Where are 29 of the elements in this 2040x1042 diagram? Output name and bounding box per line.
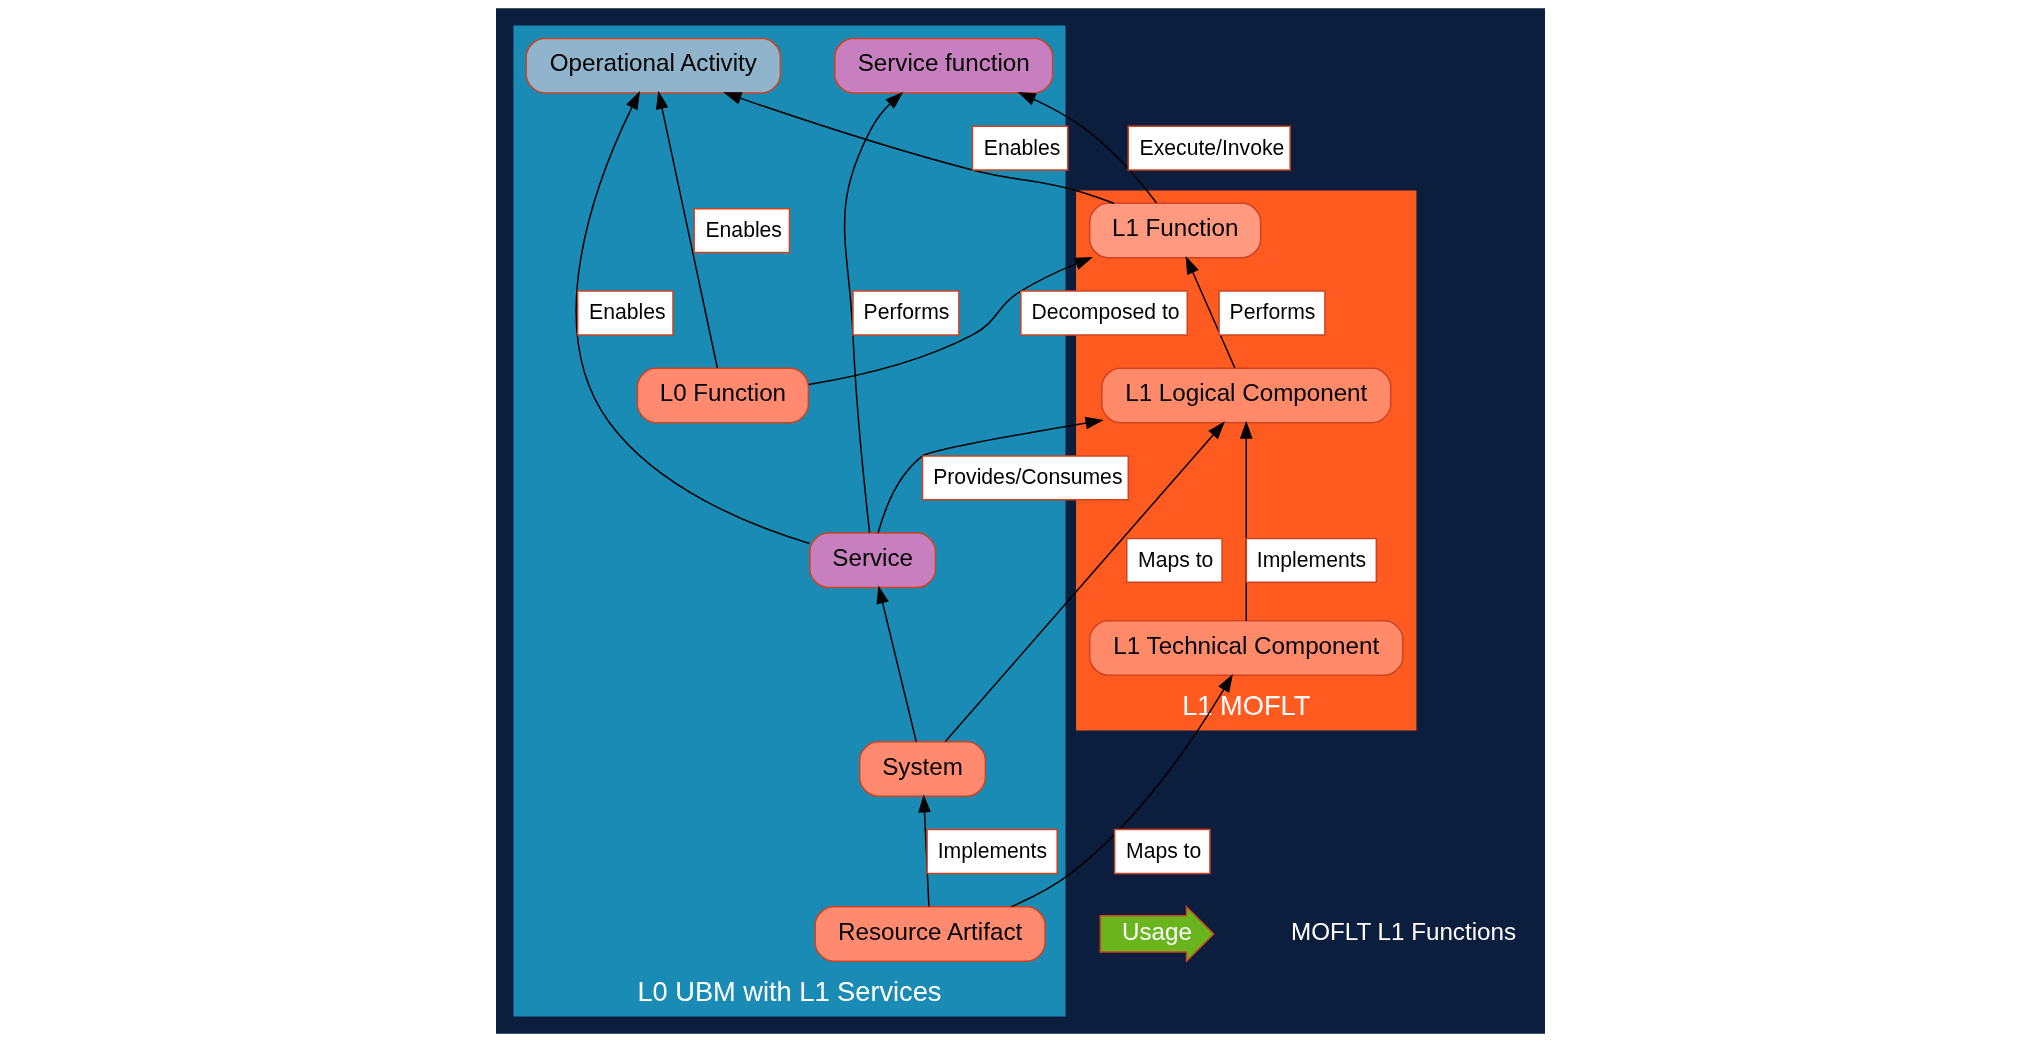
edge-label: Enables (588, 300, 665, 324)
arrow (807, 257, 1093, 386)
edge-label: Enables (705, 217, 782, 241)
arrow (1017, 92, 1157, 204)
node-box: Operational Activity (525, 37, 781, 94)
node-box: L1 Logical Component (1100, 367, 1391, 424)
edge-label: Implements (937, 838, 1047, 862)
edge-label: Performs (1229, 300, 1315, 324)
node-box: Service function (833, 37, 1053, 94)
edge-label: Enables (983, 135, 1060, 159)
edge-label: Implements (1256, 547, 1366, 571)
node-box: Service (808, 532, 936, 589)
arrow (843, 91, 903, 534)
node-box: L1 Technical Component (1088, 620, 1404, 677)
node-box: L0 Function (636, 367, 809, 424)
arrow (876, 416, 1104, 534)
label: MOFLT L1 Functions (1290, 917, 1516, 945)
arrow (1010, 673, 1233, 908)
arrow (655, 90, 718, 369)
node-box: System (858, 741, 986, 798)
arrow (1185, 255, 1236, 369)
arrow (722, 92, 1114, 204)
node-box: L1 Function (1088, 202, 1261, 259)
arrow (875, 585, 917, 743)
edge-label: Execute/Invoke (1139, 135, 1284, 159)
edge-label: Maps to (1137, 547, 1213, 571)
edge-label: Performs (863, 300, 949, 324)
edge-label: Maps to (1125, 838, 1201, 862)
node-box: Resource Artifact (813, 905, 1046, 962)
